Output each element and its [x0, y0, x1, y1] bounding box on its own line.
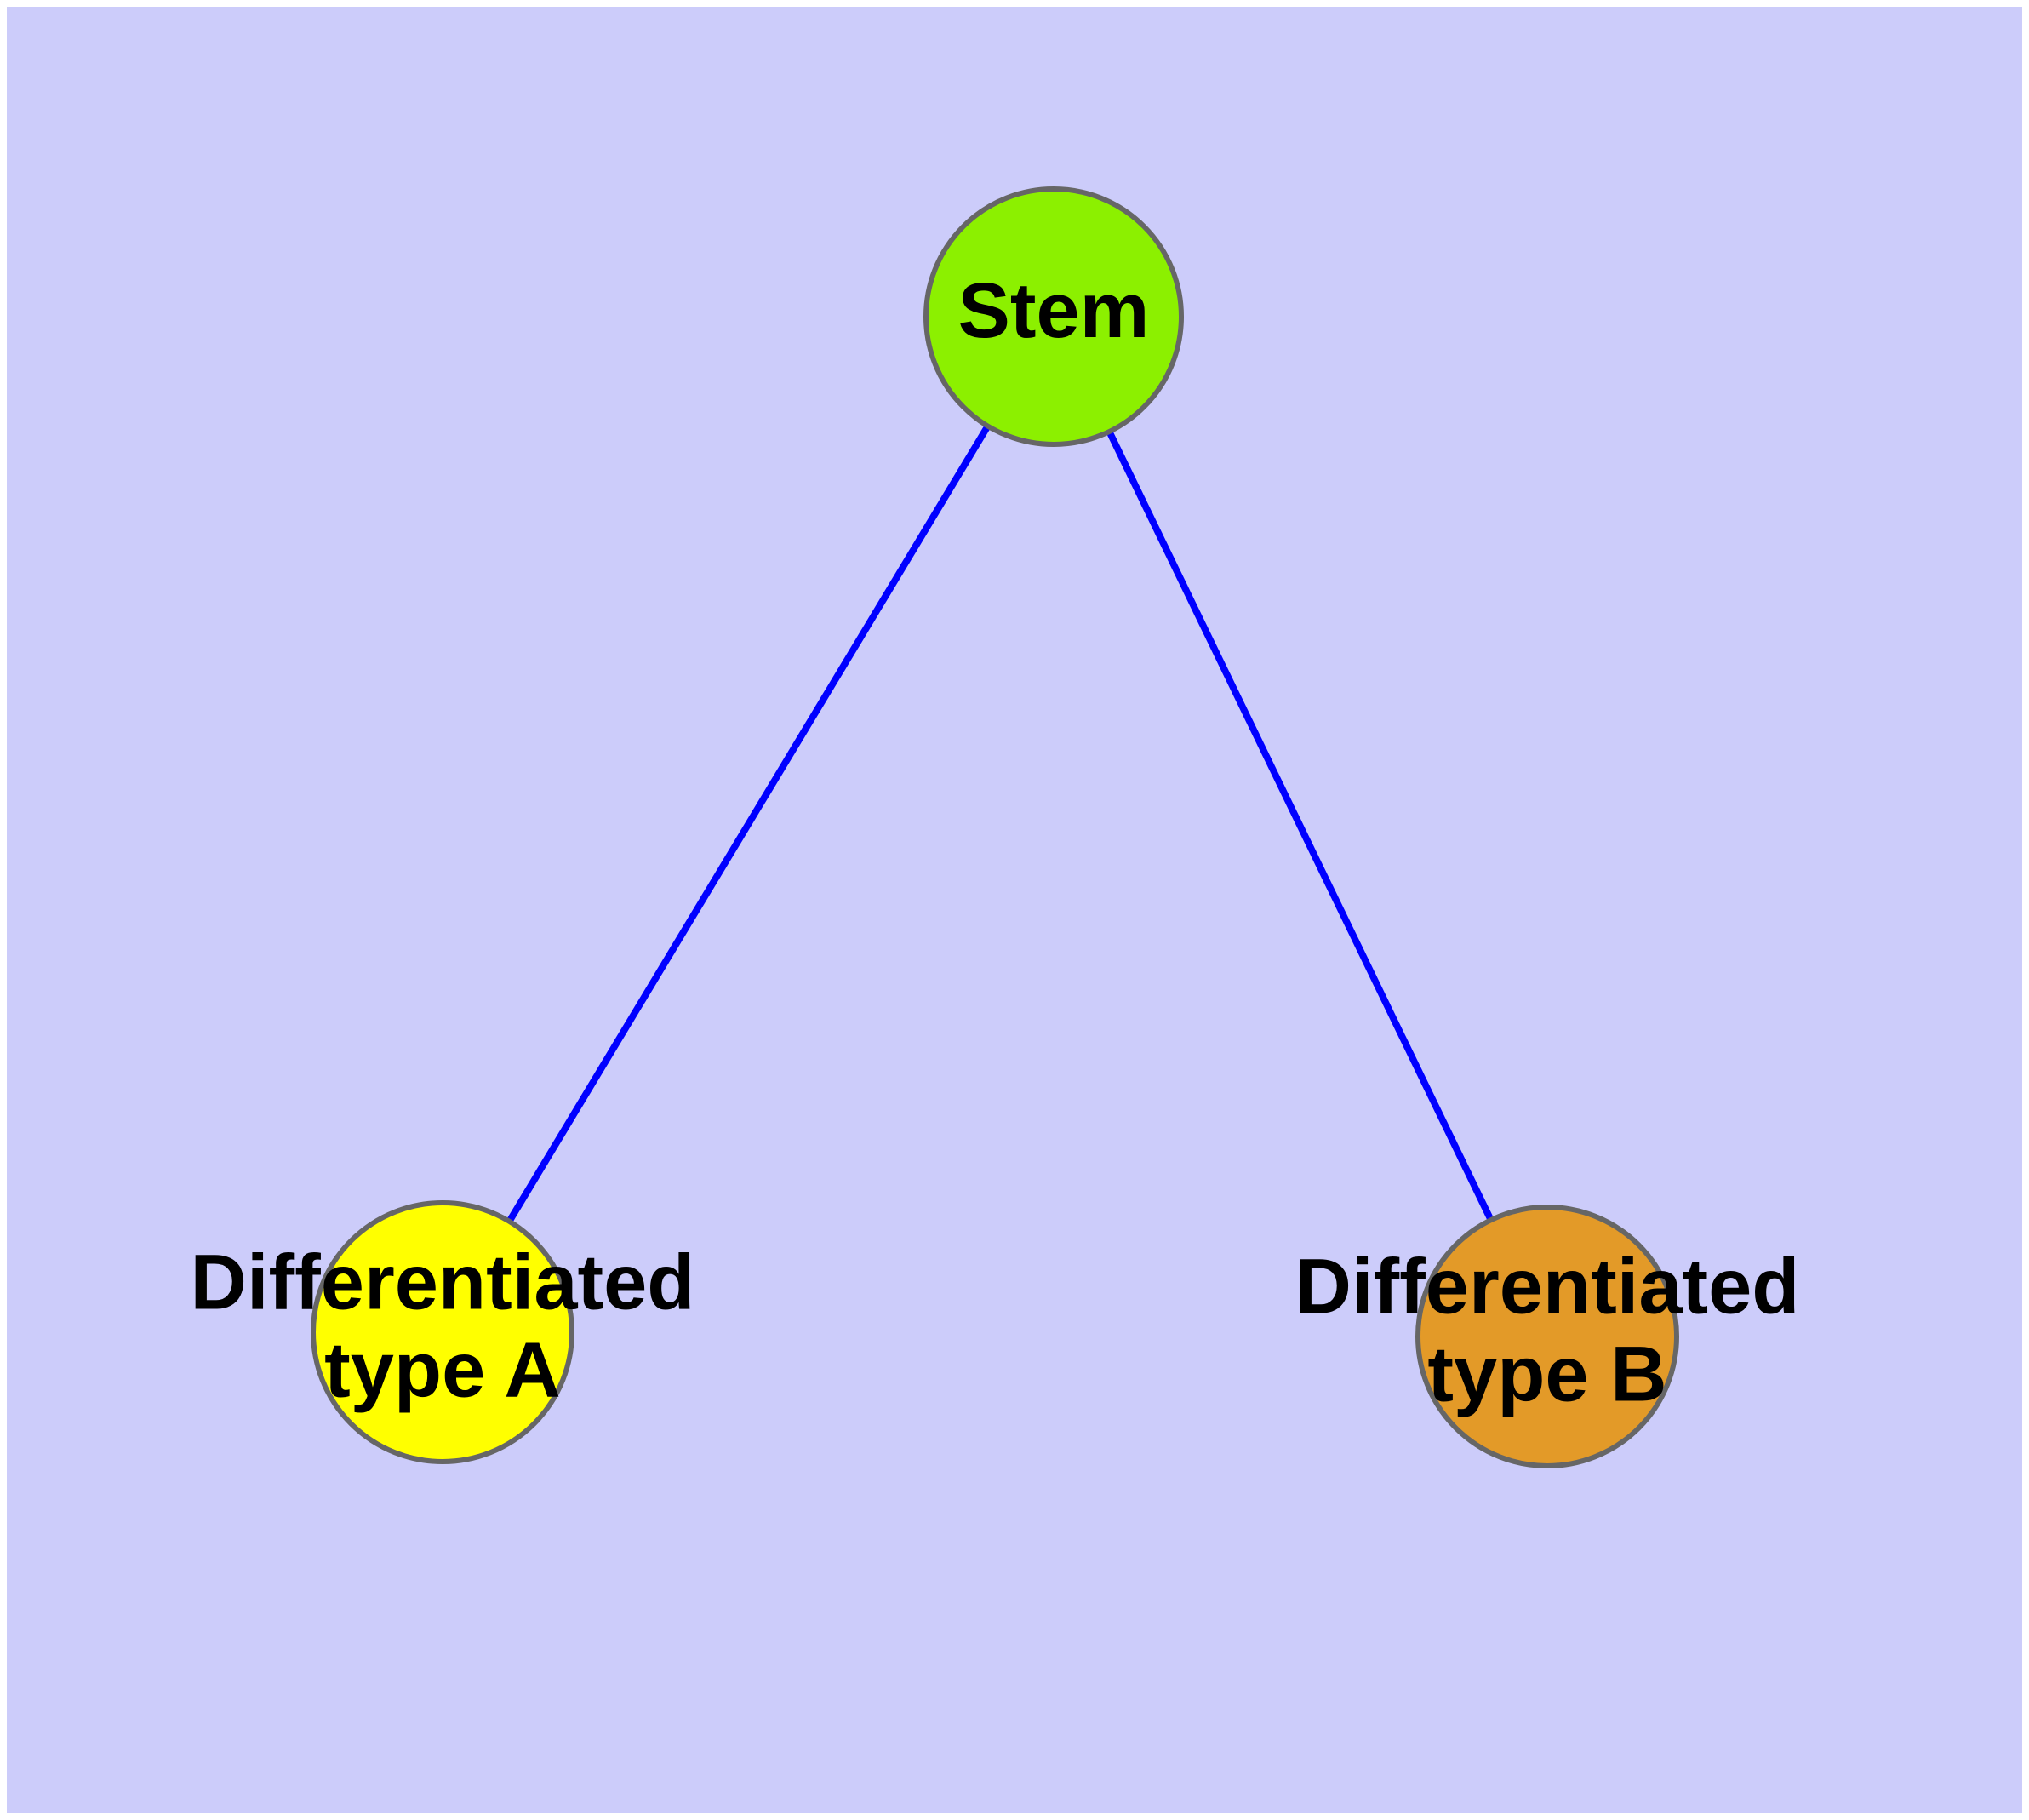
node-diff_a[interactable] [311, 1200, 574, 1464]
edge-stem-diff-b[interactable] [1106, 432, 1494, 1221]
edges-group [506, 426, 1494, 1222]
node-label-stem: Stem [958, 267, 1150, 354]
node-stem[interactable] [923, 186, 1184, 447]
node-label-line: Stem [958, 267, 1150, 354]
node-label-line: type B [1427, 1331, 1666, 1418]
edge-stem-diff-a[interactable] [506, 426, 991, 1222]
node-label-line: Differentiated [191, 1239, 695, 1326]
node-label-line: type A [324, 1327, 561, 1414]
nodes-group [311, 186, 1679, 1468]
node-diff_b[interactable] [1415, 1205, 1679, 1468]
node-label-line: Differentiated [1295, 1244, 1800, 1331]
